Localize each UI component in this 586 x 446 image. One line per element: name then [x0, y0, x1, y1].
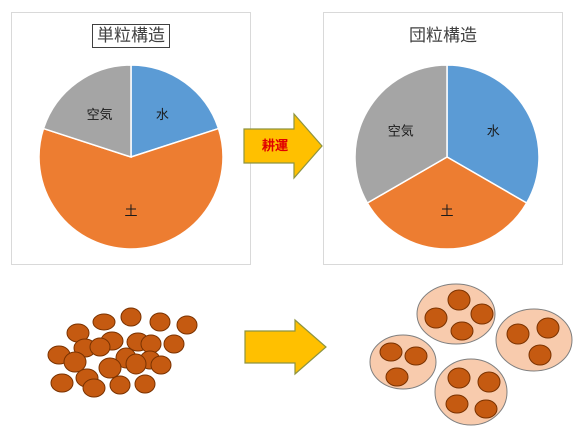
aggregate-particles [369, 283, 573, 426]
pie-slice-soil [38, 127, 224, 250]
soil-particle [82, 378, 106, 398]
soil-particle [474, 399, 498, 419]
soil-particle [50, 373, 74, 393]
soil-particle [506, 323, 530, 345]
soil-particle [447, 289, 471, 311]
pie-slice-water [130, 64, 220, 159]
chart-title-single-grain: 単粒構造 [92, 24, 170, 48]
pie-slice-soil [366, 156, 528, 250]
pie-slice-air [354, 64, 448, 205]
soil-aggregate [416, 283, 496, 345]
soil-particle [125, 353, 147, 375]
soil-aggregate [434, 358, 508, 426]
soil-particle [445, 394, 469, 414]
pie-slice-air [42, 64, 132, 159]
soil-particle [150, 355, 172, 375]
soil-particle [92, 313, 116, 331]
pie-label-air: 空気 [388, 123, 414, 139]
chart-title-aggregate: 団粒構造 [409, 26, 477, 46]
tillage-arrow: 耕運 [243, 112, 323, 180]
pie-label-air: 空気 [87, 107, 113, 123]
soil-particle [149, 312, 171, 332]
transformation-arrow [244, 318, 327, 376]
soil-particle [163, 334, 185, 354]
pie-label-water: 水 [156, 108, 169, 123]
soil-particle [98, 357, 122, 379]
soil-particle [120, 307, 142, 327]
soil-particle [379, 342, 403, 362]
tillage-arrow-label: 耕運 [262, 138, 288, 154]
pie-chart-aggregate: 水土 空気 [354, 64, 540, 250]
pie-slice-water [446, 64, 540, 205]
soil-particle [404, 346, 428, 366]
pie-chart-single-grain: 水土 空気 [38, 64, 224, 250]
soil-particle [385, 367, 409, 387]
soil-particle [450, 321, 474, 341]
soil-particle [424, 307, 448, 329]
soil-particle [63, 351, 87, 373]
soil-particle [140, 334, 162, 354]
soil-particle [470, 303, 494, 325]
soil-particle [536, 317, 560, 339]
pie-label-soil: 土 [124, 204, 137, 219]
pie-label-soil: 土 [440, 204, 453, 219]
single-grain-particles [47, 307, 198, 398]
soil-particle [134, 374, 156, 394]
soil-particle [477, 371, 501, 393]
soil-particle [176, 315, 198, 335]
soil-particle [528, 344, 552, 366]
soil-particle [109, 375, 131, 395]
pie-label-water: 水 [487, 124, 500, 139]
soil-particle [89, 337, 111, 357]
soil-particle [447, 367, 471, 389]
tillage-arrow-shape [243, 112, 323, 180]
